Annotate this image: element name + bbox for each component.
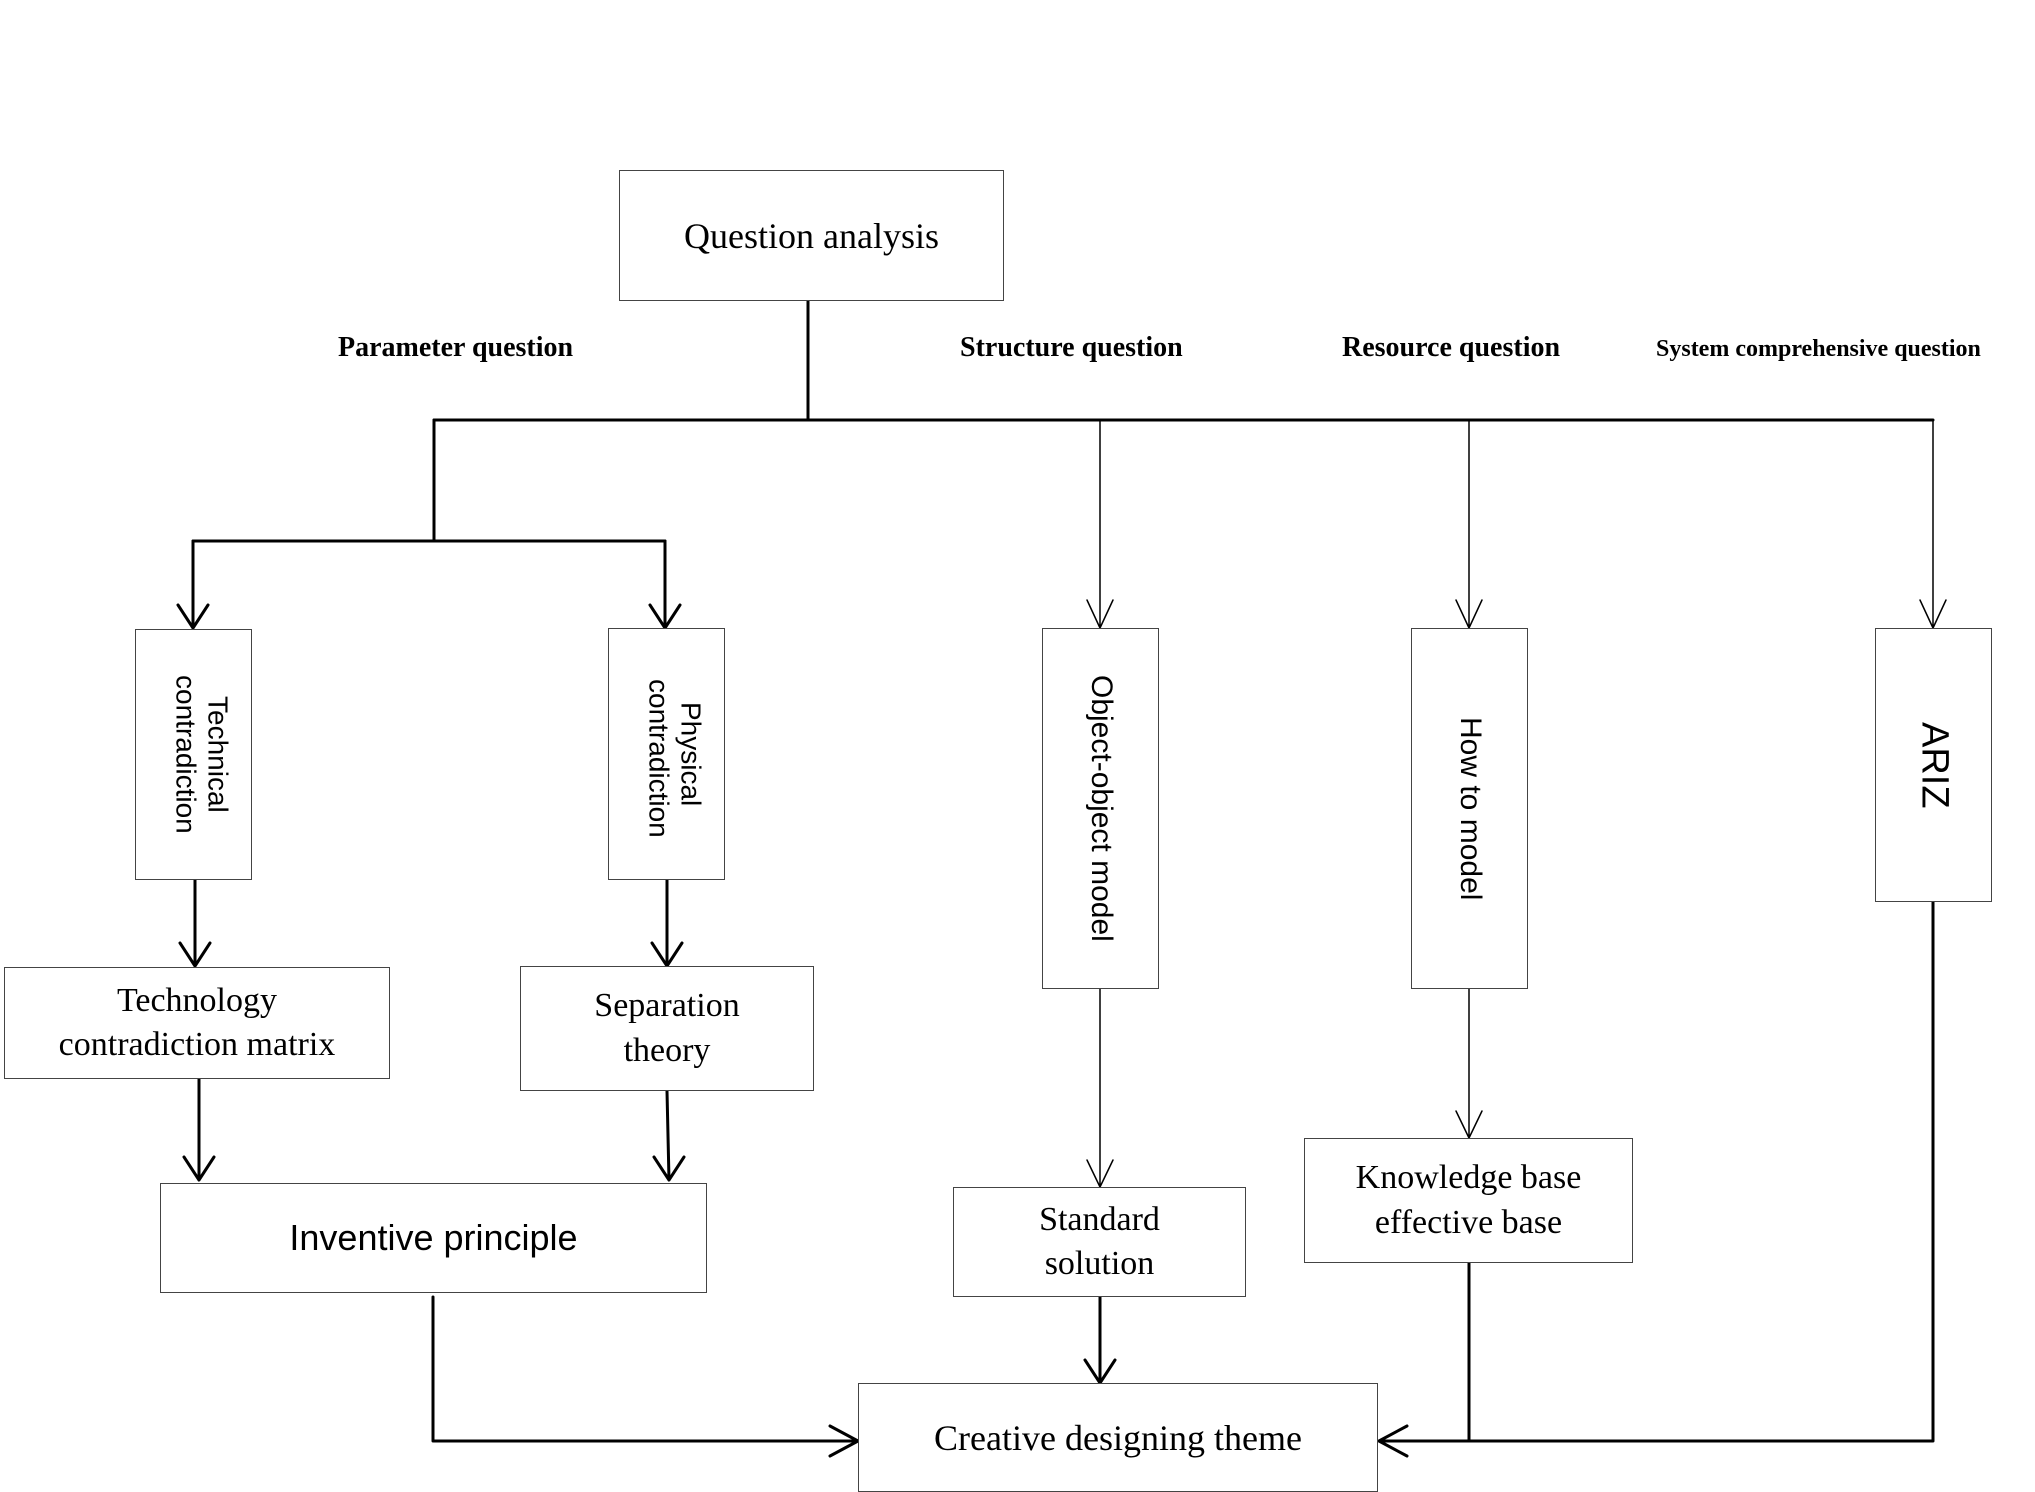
- arrow-to-how-to-model: [1455, 419, 1483, 629]
- object-object-model-box: Object-object model: [1042, 628, 1159, 989]
- technology-contradiction-matrix-box: Technology contradiction matrix: [4, 967, 390, 1079]
- parameter-question-label: Parameter question: [338, 332, 574, 363]
- object-object-model-text: Object-object model: [1084, 675, 1118, 942]
- how-to-model-box: How to model: [1411, 628, 1528, 989]
- arrow-standard-to-theme: [1083, 1295, 1117, 1385]
- technology-matrix-line1: Technology: [116, 981, 278, 1019]
- separation-line1: Separation: [594, 987, 740, 1025]
- question-analysis-text: Question analysis: [684, 215, 939, 256]
- arrow-physical-to-separation: [650, 878, 684, 968]
- separation-line2: theory: [623, 1031, 711, 1069]
- arrow-to-object-model: [1086, 419, 1114, 629]
- arrow-object-to-standard: [1086, 988, 1114, 1188]
- arrow-to-ariz: [1919, 419, 1947, 629]
- arrow-knowledge-to-theme: [1377, 1261, 1471, 1458]
- arrow-to-physical: [648, 539, 682, 630]
- technology-matrix-line2: contradiction matrix: [58, 1026, 336, 1063]
- standard-solution-box: Standard solution: [953, 1187, 1246, 1297]
- knowledge-base-box: Knowledge base effective base: [1304, 1138, 1633, 1263]
- separation-theory-box: Separation theory: [520, 966, 814, 1091]
- arrow-technical-to-matrix: [178, 878, 212, 968]
- system-question-label: System comprehensive question: [1656, 336, 1981, 362]
- physical-contradiction-box: Physical contradiction: [608, 628, 725, 880]
- arrow-separation-to-inventive: [652, 1089, 686, 1182]
- ariz-return-line: [1467, 900, 1935, 1443]
- arrow-inventive-to-theme: [431, 1295, 860, 1458]
- standard-line1: Standard: [1039, 1200, 1160, 1238]
- arrow-howto-to-knowledge: [1455, 988, 1483, 1139]
- ariz-box: ARIZ: [1875, 628, 1992, 902]
- arrow-to-technical: [176, 539, 210, 630]
- structure-question-label: Structure question: [960, 332, 1183, 363]
- inventive-principle-text: Inventive principle: [289, 1217, 578, 1258]
- creative-theme-text: Creative designing theme: [934, 1417, 1302, 1458]
- standard-line2: solution: [1044, 1245, 1155, 1282]
- technical-contradiction-text: Technical contradiction: [170, 675, 234, 834]
- inventive-principle-box: Inventive principle: [160, 1183, 707, 1293]
- technical-contradiction-box: Technical contradiction: [135, 629, 252, 880]
- ariz-text: ARIZ: [1913, 721, 1956, 809]
- arrow-matrix-to-inventive: [182, 1077, 216, 1182]
- knowledge-line2: effective base: [1374, 1203, 1563, 1241]
- physical-contradiction-text: Physical contradiction: [643, 679, 707, 838]
- how-to-model-text: How to model: [1453, 716, 1487, 901]
- resource-question-label: Resource question: [1342, 332, 1561, 363]
- creative-designing-theme-box: Creative designing theme: [858, 1383, 1378, 1492]
- knowledge-line1: Knowledge base: [1355, 1159, 1582, 1197]
- question-analysis-box: Question analysis: [619, 170, 1004, 301]
